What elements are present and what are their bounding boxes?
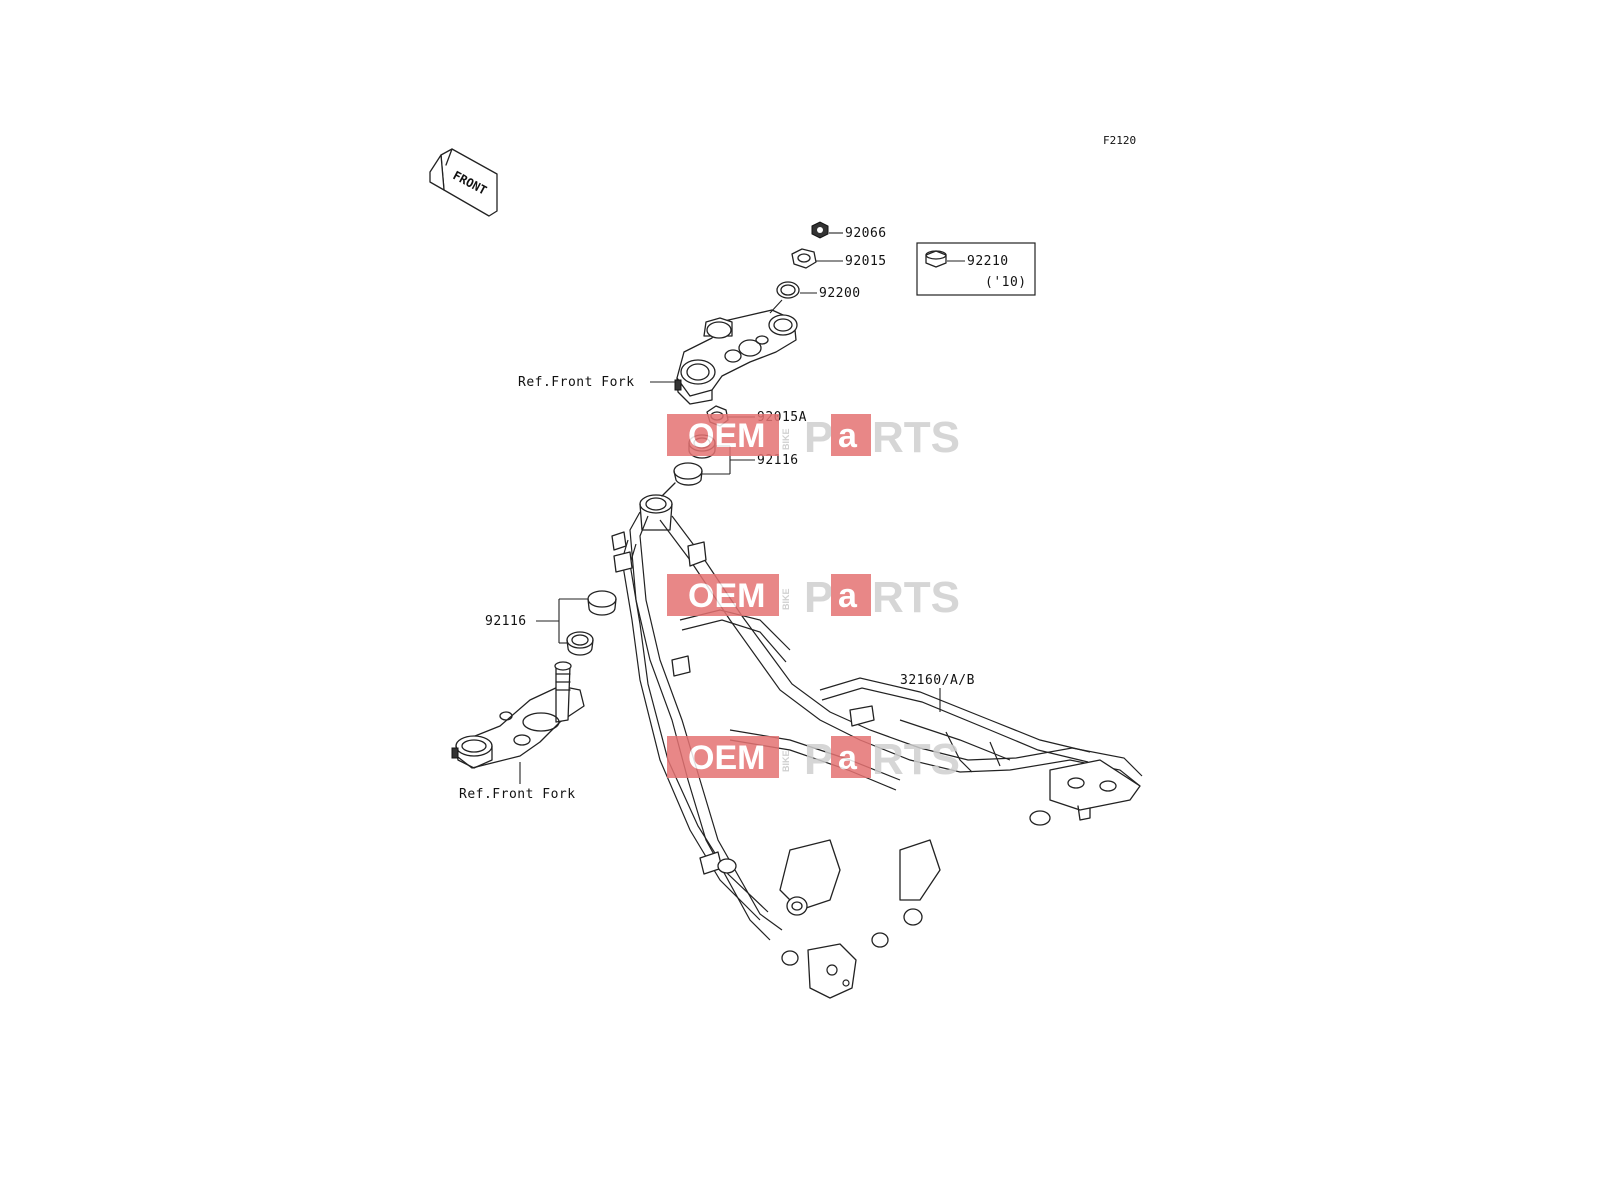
callout-ref-front-fork-bottom: Ref.Front Fork bbox=[459, 787, 576, 802]
svg-text:a: a bbox=[838, 739, 858, 777]
callout-32160: 32160/A/B bbox=[900, 673, 975, 688]
part-92116-bottom-bearings bbox=[536, 590, 617, 656]
watermark-3: OEM BIKE P a RTS bbox=[667, 735, 960, 784]
part-lower-triple-clamp bbox=[451, 661, 585, 769]
watermark-2: OEM BIKE P a RTS bbox=[667, 573, 960, 622]
svg-text:P: P bbox=[804, 573, 833, 622]
svg-text:a: a bbox=[838, 577, 858, 615]
svg-text:OEM: OEM bbox=[688, 739, 765, 777]
diagram-code: F2120 bbox=[1103, 134, 1136, 147]
part-92015-nut bbox=[791, 248, 843, 269]
svg-text:BIKE: BIKE bbox=[781, 750, 791, 772]
callout-ref-front-fork-top: Ref.Front Fork bbox=[518, 375, 635, 390]
callout-92210: 92210 bbox=[967, 254, 1009, 269]
part-upper-triple-clamp bbox=[674, 309, 798, 405]
svg-text:RTS: RTS bbox=[872, 413, 960, 462]
svg-text:BIKE: BIKE bbox=[781, 588, 791, 610]
svg-text:P: P bbox=[804, 413, 833, 462]
part-frame bbox=[611, 482, 1143, 999]
callout-92116-top: 92116 bbox=[757, 453, 799, 468]
svg-text:BIKE: BIKE bbox=[781, 428, 791, 450]
svg-text:RTS: RTS bbox=[872, 573, 960, 622]
part-92200-washer bbox=[776, 281, 817, 299]
svg-text:P: P bbox=[804, 735, 833, 784]
front-arrow-icon: FRONT bbox=[429, 148, 498, 217]
svg-text:OEM: OEM bbox=[688, 577, 765, 615]
callout-92210-note: ('10) bbox=[985, 275, 1027, 290]
part-92066-cap-nut bbox=[811, 221, 843, 239]
callout-92116-bottom: 92116 bbox=[485, 614, 527, 629]
svg-text:OEM: OEM bbox=[688, 417, 765, 455]
watermark-1: OEM BIKE P a RTS bbox=[667, 413, 960, 462]
svg-text:a: a bbox=[838, 417, 858, 455]
svg-text:RTS: RTS bbox=[872, 735, 960, 784]
part-92210-box: 92210 ('10) bbox=[916, 242, 1036, 296]
callout-92200: 92200 bbox=[819, 286, 861, 301]
callout-92015: 92015 bbox=[845, 254, 887, 269]
callout-92066: 92066 bbox=[845, 226, 887, 241]
